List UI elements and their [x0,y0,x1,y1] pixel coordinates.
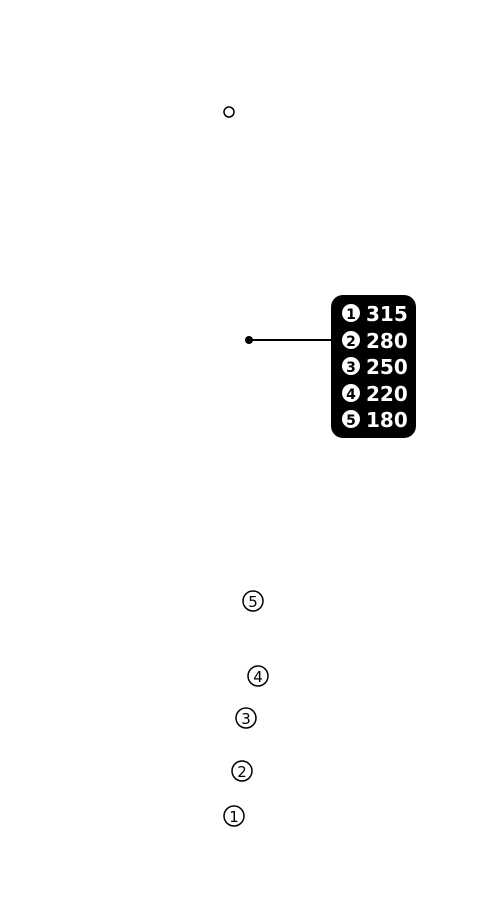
marker-label: 4 [253,668,263,686]
legend-box: 1 315 2 280 3 250 4 220 5 180 [331,295,416,438]
legend-item: 5 180 [342,408,408,432]
legend-number: 5 [346,413,356,429]
legend-number-badge [342,331,360,349]
legend-item: 3 250 [342,355,408,379]
top-circle-marker [223,106,235,118]
legend-item: 2 280 [342,329,408,353]
marker-ring [231,760,253,782]
legend-value: 180 [366,408,408,432]
legend-number-badge [342,384,360,402]
marker-2: 2 [231,760,253,782]
marker-label: 5 [248,593,258,611]
legend-number-badge [342,304,360,322]
legend-value: 250 [366,355,408,379]
legend-item: 4 220 [342,382,408,406]
marker-4: 4 [247,665,269,687]
marker-label: 2 [237,763,247,781]
legend-value: 315 [366,302,408,326]
marker-label: 1 [229,808,239,826]
legend-value: 280 [366,329,408,353]
marker-5: 5 [242,590,264,612]
legend-number: 4 [346,387,356,403]
marker-label: 3 [241,710,251,728]
legend-number-badge [342,357,360,375]
legend-number: 3 [346,360,356,376]
marker-ring [235,707,257,729]
legend-number: 2 [346,334,356,350]
legend-number-badge [342,410,360,428]
legend-value: 220 [366,382,408,406]
legend-item: 1 315 [342,302,408,326]
marker-3: 3 [235,707,257,729]
marker-ring [223,805,245,827]
marker-ring [242,590,264,612]
legend-number: 1 [346,307,356,323]
marker-ring [247,665,269,687]
marker-1: 1 [223,805,245,827]
legend-background [331,295,416,438]
